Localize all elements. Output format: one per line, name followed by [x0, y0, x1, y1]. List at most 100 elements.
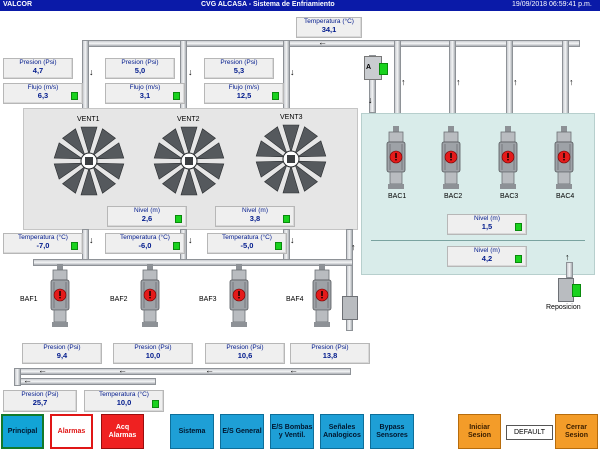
bottom-return-pipe [14, 368, 351, 375]
valve-icon[interactable]: A [364, 56, 388, 80]
temperature-readout: Temperatura (°C) -5,0 [207, 233, 287, 254]
pump-label: BAF3 [199, 296, 217, 303]
fan-icon[interactable] [52, 124, 126, 198]
principal-button[interactable]: Principal [1, 414, 44, 449]
pump-icon[interactable] [228, 264, 250, 328]
fan-label: VENT3 [280, 114, 303, 121]
status-led [71, 242, 78, 250]
temperature-value: 34,1 [321, 25, 337, 34]
presion-label: Presion (Psi) [134, 344, 172, 351]
presion-readout: Presion (Psi) 10,0 [113, 343, 193, 364]
temperature-label: Temperatura (°C) [99, 391, 149, 398]
valve-status-indicator [379, 63, 388, 75]
flow-arrow-up-icon: ↑ [456, 77, 461, 87]
temperature-readout: Temperatura (°C) 10,0 [84, 390, 164, 412]
pipe-vertical [506, 40, 513, 114]
flow-arrow-down-icon: ↓ [188, 67, 193, 77]
pump-label: BAC1 [388, 193, 407, 200]
presion-value: 10,0 [145, 351, 161, 360]
reposicion-valve-icon[interactable] [558, 278, 581, 302]
pump-label: BAF2 [110, 296, 128, 303]
nivel-value: 3,8 [249, 214, 261, 223]
alarmas-button[interactable]: Alarmas [50, 414, 93, 449]
pump-icon[interactable] [497, 126, 519, 190]
temperature-label: Temperatura (°C) [120, 234, 170, 241]
flujo-readout: Flujo (m/s) 12,5 [204, 83, 284, 104]
fan-label: VENT1 [77, 116, 100, 123]
pipe-vertical [566, 262, 573, 278]
status-led [283, 215, 290, 223]
pipe-vertical [562, 40, 569, 114]
nivel-readout: Nivel (m) 1,5 [447, 214, 527, 235]
senales-analogicos-button[interactable]: Señales Analogicos [320, 414, 364, 449]
es-bombas-button[interactable]: E/S Bombas y Ventil. [270, 414, 314, 449]
flujo-readout: Flujo (m/s) 6,3 [3, 83, 83, 104]
bottom-outlet-pipe [14, 378, 156, 385]
bypass-sensores-button[interactable]: Bypass Sensores [370, 414, 414, 449]
presion-label: Presion (Psi) [121, 59, 159, 66]
tank-level-line [371, 240, 585, 241]
pump-icon[interactable] [49, 264, 71, 328]
reposicion-label: Reposicion [546, 304, 581, 311]
flow-arrow-left-icon: ← [205, 365, 214, 375]
status-led [173, 92, 180, 100]
flujo-value: 3,1 [139, 91, 151, 100]
pump-icon[interactable] [385, 126, 407, 190]
pipe-vertical [82, 229, 89, 261]
status-led [152, 400, 159, 408]
user-profile-field[interactable]: DEFAULT [506, 425, 553, 440]
temperature-readout: Temperatura (°C) -7,0 [3, 233, 83, 254]
pump-icon[interactable] [311, 264, 333, 328]
valve-status-indicator [572, 284, 581, 297]
sistema-button[interactable]: Sistema [170, 414, 214, 449]
nivel-value: 2,6 [141, 214, 153, 223]
iniciar-sesion-button[interactable]: Iniciar Sesion [458, 414, 501, 449]
nivel-readout: Nivel (m) 3,8 [215, 206, 295, 227]
app-name: VALCOR [3, 1, 33, 8]
nivel-label: Nivel (m) [134, 207, 160, 214]
pump-icon[interactable] [440, 126, 462, 190]
status-led [71, 92, 78, 100]
flow-arrow-down-icon: ↓ [368, 95, 373, 105]
presion-value: 9,4 [56, 351, 68, 360]
presion-readout: Presion (Psi) 13,8 [290, 343, 370, 364]
flujo-label: Flujo (m/s) [228, 84, 260, 91]
flow-arrow-up-icon: ↑ [569, 77, 574, 87]
status-led [275, 242, 282, 250]
flow-arrow-up-icon: ↑ [565, 252, 570, 262]
temperature-value: -5,0 [240, 241, 254, 250]
pipe-vertical [283, 40, 290, 110]
presion-label: Presion (Psi) [21, 391, 59, 398]
middle-pipe [33, 259, 353, 266]
presion-label: Presion (Psi) [226, 344, 264, 351]
es-general-button[interactable]: E/S General [220, 414, 264, 449]
flow-arrow-down-icon: ↓ [290, 67, 295, 77]
pump-icon[interactable] [139, 264, 161, 328]
status-led [272, 92, 279, 100]
nivel-label: Nivel (m) [474, 215, 500, 222]
presion-readout: Presion (Psi) 25,7 [3, 390, 77, 412]
valve-label: A [366, 64, 372, 71]
presion-value: 25,7 [32, 398, 48, 407]
pump-icon[interactable] [553, 126, 575, 190]
temperature-label: Temperatura (°C) [304, 18, 354, 25]
valve-icon[interactable] [342, 296, 358, 320]
presion-readout: Presion (Psi) 10,6 [205, 343, 285, 364]
pump-label: BAC3 [500, 193, 519, 200]
nivel-readout: Nivel (m) 2,6 [107, 206, 187, 227]
pump-label: BAC4 [556, 193, 575, 200]
acq-alarmas-button[interactable]: Acq Alarmas [101, 414, 144, 449]
title-bar: VALCOR CVG ALCASA - Sistema de Enfriamie… [0, 0, 600, 11]
nivel-label: Nivel (m) [474, 247, 500, 254]
temperature-label: Temperatura (°C) [222, 234, 272, 241]
temperature-value: -7,0 [36, 241, 50, 250]
status-led [515, 223, 522, 231]
pump-label: BAF4 [286, 296, 304, 303]
flow-arrow-left-icon: ← [289, 365, 298, 375]
flow-arrow-up-icon: ↑ [513, 77, 518, 87]
fan-icon[interactable] [152, 124, 226, 198]
fan-icon[interactable] [254, 122, 328, 196]
top-temperature-readout: Temperatura (°C) 34,1 [296, 17, 362, 38]
presion-label: Presion (Psi) [43, 344, 81, 351]
cerrar-sesion-button[interactable]: Cerrar Sesion [555, 414, 598, 449]
